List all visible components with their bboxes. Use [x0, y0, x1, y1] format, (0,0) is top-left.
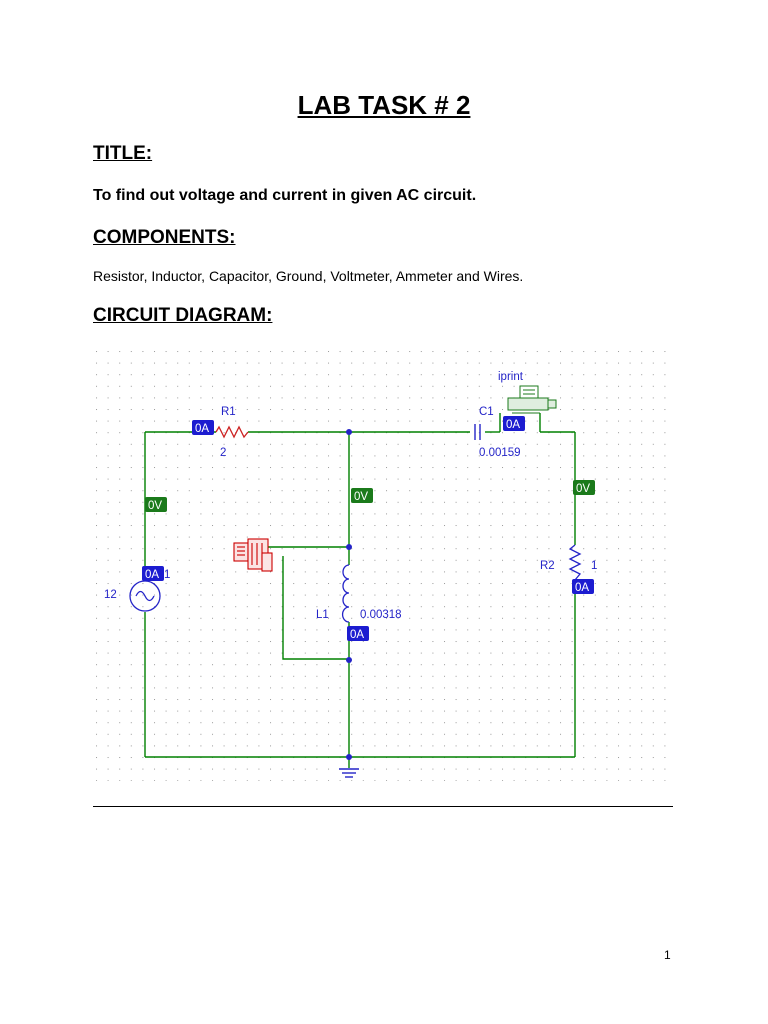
- resistor-r2-symbol: [568, 544, 582, 581]
- source-pin-label: 1: [164, 569, 170, 581]
- r2-current-probe: [572, 579, 594, 594]
- left-voltage-label: 0V: [148, 500, 162, 512]
- r1-name: R1: [221, 406, 236, 418]
- r2-current-label: 0A: [575, 582, 589, 594]
- l1-current-label: 0A: [350, 629, 364, 641]
- l1-name: L1: [316, 609, 329, 621]
- r1-value: 2: [220, 447, 226, 459]
- r2-value: 1: [591, 560, 597, 572]
- circuit-diagram: R1 2 0A C1 0.00159 0A iprint 0V 0V 0V 12…: [96, 351, 672, 781]
- source-value: 12: [104, 589, 117, 601]
- right-voltage-probe: [573, 480, 595, 495]
- left-voltage-probe: [145, 497, 167, 512]
- c1-current-label: 0A: [506, 419, 520, 431]
- circuit-diagram-heading: CIRCUIT DIAGRAM:: [93, 305, 273, 326]
- r2-name: R2: [540, 560, 555, 572]
- title-heading: TITLE:: [93, 143, 153, 164]
- components-text: Resistor, Inductor, Capacitor, Ground, V…: [93, 268, 524, 284]
- wires: [144, 431, 576, 768]
- source-current-probe: [142, 566, 164, 581]
- r1-current-label: 0A: [195, 423, 209, 435]
- c1-value: 0.00159: [479, 447, 521, 459]
- right-voltage-label: 0V: [576, 483, 590, 495]
- source-current-label: 0A: [145, 569, 159, 581]
- schematic-grid: [96, 351, 672, 781]
- capacitor-c1-symbol: [474, 424, 481, 440]
- c1-current-probe: [503, 416, 525, 431]
- resistor-r1-symbol: [215, 425, 249, 439]
- bottom-divider: [93, 806, 673, 807]
- iprint-label: iprint: [498, 371, 524, 383]
- l1-value: 0.00318: [360, 609, 402, 621]
- c1-name: C1: [479, 406, 494, 418]
- title-text: To find out voltage and current in given…: [93, 187, 477, 204]
- l1-current-probe: [347, 626, 369, 641]
- iprint-printer-icon: [507, 385, 557, 414]
- page-number: 1: [664, 948, 671, 962]
- components-heading: COMPONENTS:: [93, 227, 236, 248]
- inductor-l1-symbol: [341, 564, 350, 623]
- junction-dots: [346, 429, 352, 760]
- r1-current-probe: [192, 420, 214, 435]
- page-title: LAB TASK # 2: [297, 90, 471, 120]
- ground-symbol: [339, 768, 359, 778]
- middle-voltage-probe: [351, 488, 373, 503]
- voltmeter-icon: [233, 538, 273, 572]
- middle-voltage-label: 0V: [354, 491, 368, 503]
